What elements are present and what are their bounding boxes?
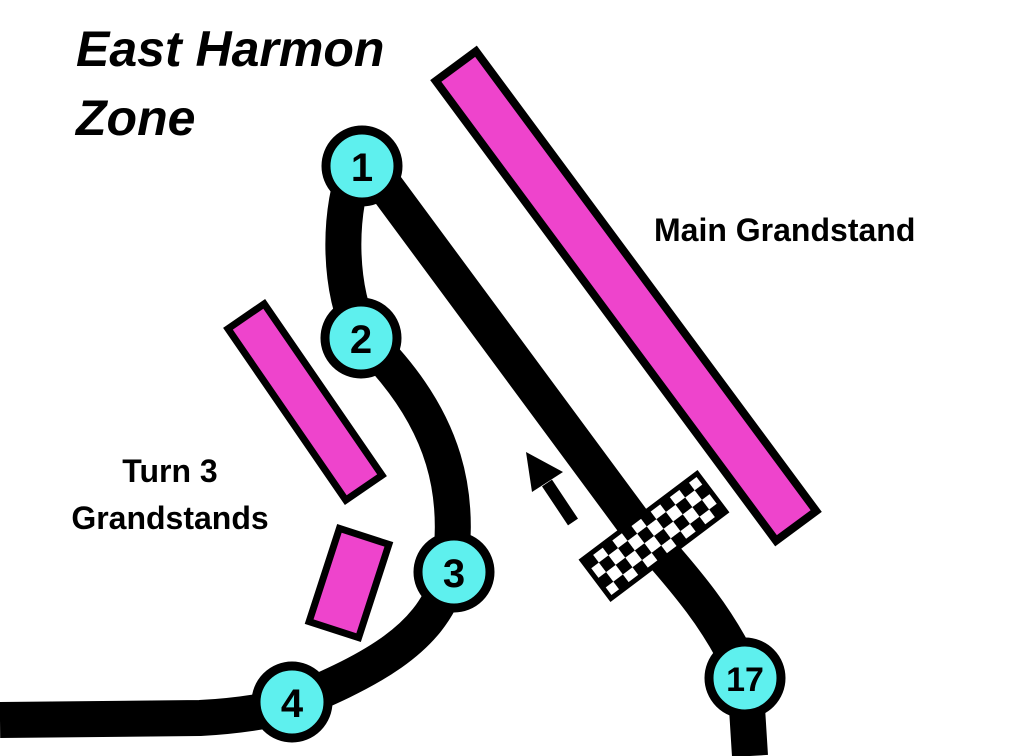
main-grandstand[interactable]	[430, 45, 822, 547]
turn-marker-3[interactable]: 3	[413, 531, 495, 613]
turn-number: 2	[350, 318, 372, 362]
zone-title-line-2: Zone	[74, 90, 195, 146]
turn-3-grandstand-lower[interactable]	[304, 523, 394, 643]
turn-3-grandstands-label-line-1: Turn 3	[122, 453, 217, 489]
turn-marker-1[interactable]: 1	[321, 125, 403, 207]
turn-number: 4	[281, 682, 304, 726]
turn-number: 17	[726, 661, 764, 699]
turn-number: 1	[351, 146, 373, 190]
turn-3-grandstands-label-line-2: Grandstands	[71, 500, 268, 536]
start-finish-line	[578, 470, 730, 602]
turn-marker-2[interactable]: 2	[320, 297, 402, 379]
arrow-up-left-icon	[526, 452, 578, 526]
main-grandstand-label: Main Grandstand	[654, 212, 915, 248]
turn-marker-17[interactable]: 17	[704, 637, 786, 719]
race-track	[0, 149, 768, 756]
turn-3-grandstand-upper[interactable]	[223, 298, 387, 506]
turn-number: 3	[443, 552, 465, 596]
track-turn4-straight	[0, 690, 284, 738]
zone-title-line-1: East Harmon	[76, 21, 384, 77]
turn-marker-4[interactable]: 4	[251, 661, 333, 743]
checkered-flag-icon	[578, 470, 730, 602]
